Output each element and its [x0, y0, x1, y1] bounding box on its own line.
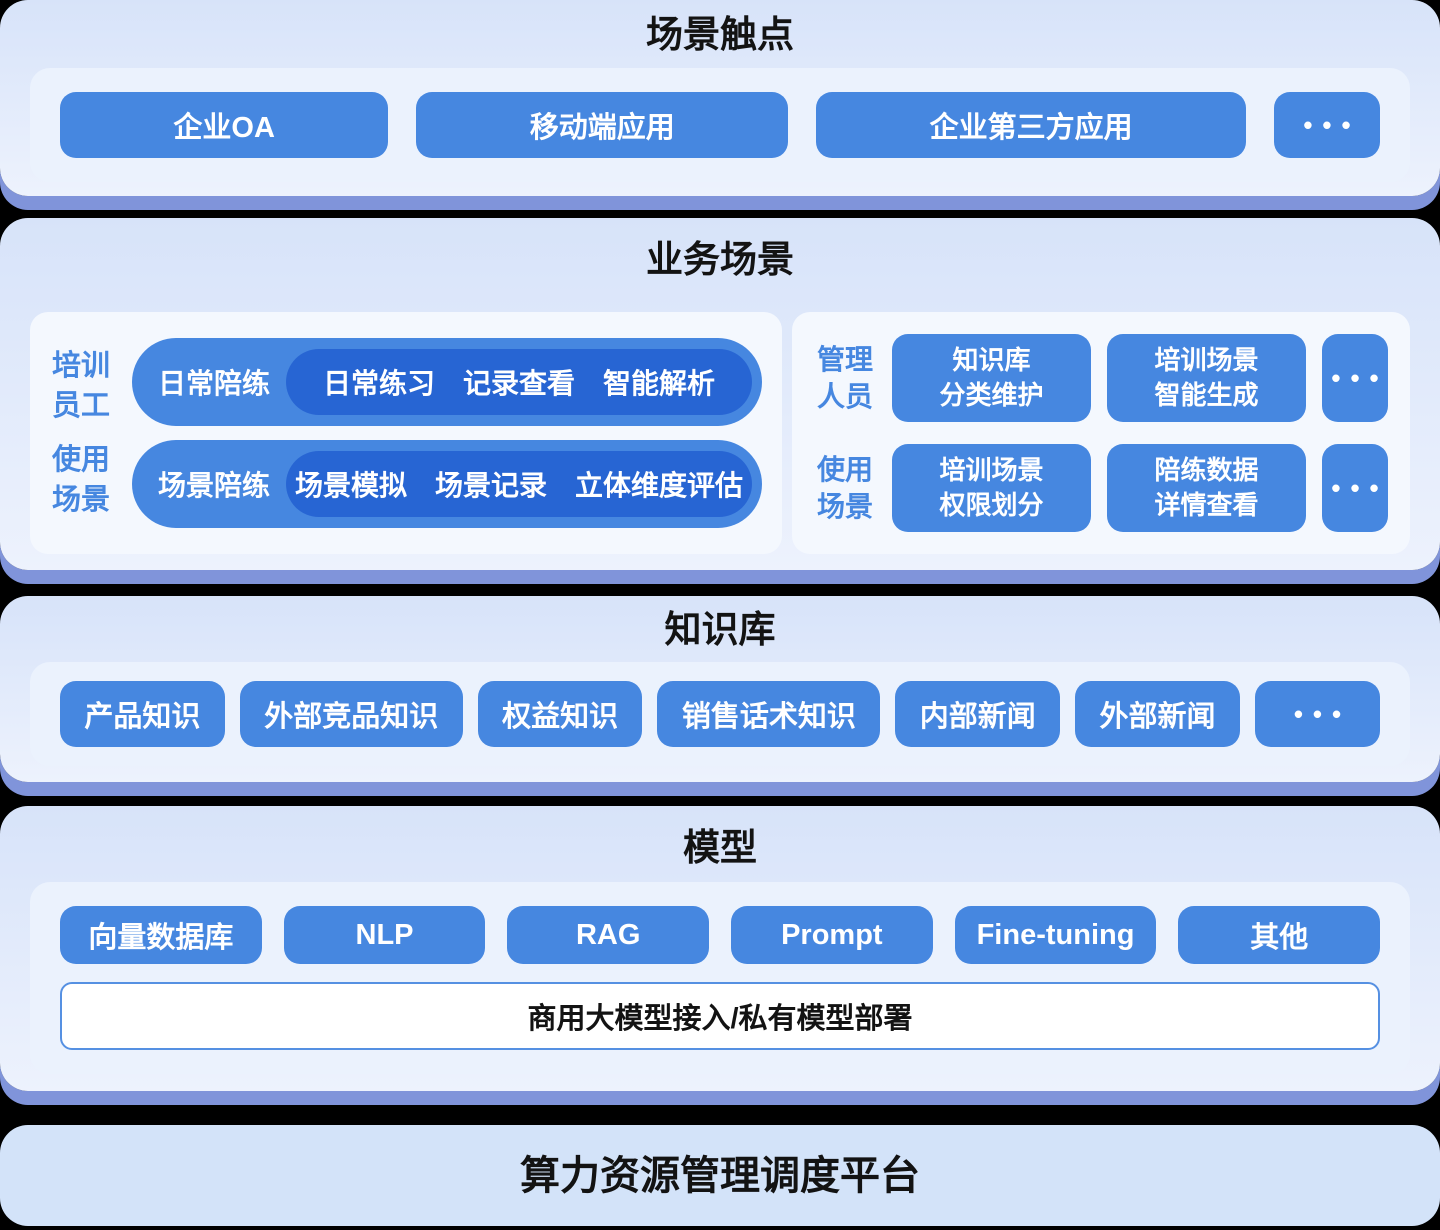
- node-kb-category-maintenance: 知识库 分类维护: [892, 334, 1091, 422]
- node-manager-usage-more: •••: [1322, 444, 1388, 532]
- section-title-model: 模型: [683, 827, 757, 868]
- node-product-knowledge: 产品知识: [60, 681, 225, 747]
- node-sales-script-knowledge: 销售话术知识: [657, 681, 881, 747]
- ellipsis-icon: •••: [1293, 698, 1352, 729]
- ellipsis-icon: •••: [1331, 362, 1389, 393]
- model-access-banner: 商用大模型接入/私有模型部署: [60, 982, 1380, 1050]
- ellipsis-icon: •••: [1303, 109, 1361, 140]
- section-knowledge-base: 知识库 产品知识 外部竞品知识 权益知识 销售话术知识 内部新闻 外部新闻 ••…: [0, 596, 1440, 782]
- node-training-scene-generation: 培训场景 智能生成: [1107, 334, 1306, 422]
- ellipsis-icon: •••: [1331, 472, 1389, 503]
- node-enterprise-oa: 企业OA: [60, 92, 389, 158]
- section-title-business: 业务场景: [646, 239, 794, 280]
- trainee-label-line: 场景: [51, 484, 110, 516]
- pill-daily-training-name: 日常陪练: [158, 368, 271, 399]
- manager-usage-row: 使用 场景 培训场景 权限划分 陪练数据 详情查看 •••: [814, 444, 1388, 532]
- trainee-label-line: 员工: [51, 390, 110, 422]
- section-title-knowledge: 知识库: [664, 609, 776, 650]
- pill-scene-training-detail: 场景模拟 场景记录 立体维度评估: [286, 451, 752, 517]
- node-mobile-app: 移动端应用: [416, 92, 789, 158]
- node-external-news: 外部新闻: [1075, 681, 1240, 747]
- node-nlp: NLP: [283, 906, 486, 964]
- node-fine-tuning: Fine-tuning: [954, 906, 1157, 964]
- section-business-scenarios: 业务场景 培训 员工 使用 场景 日常陪练 日常练习 记录查看 智能解析 场景陪…: [0, 218, 1440, 570]
- knowledge-panel: 产品知识 外部竞品知识 权益知识 销售话术知识 内部新闻 外部新闻 •••: [30, 662, 1410, 766]
- trainee-label-line: 培训: [51, 350, 110, 382]
- trainee-label-line: 使用: [51, 444, 110, 476]
- node-third-party-app: 企业第三方应用: [816, 92, 1246, 158]
- model-panel: 向量数据库 NLP RAG Prompt Fine-tuning 其他 商用大模…: [30, 882, 1410, 1074]
- node-manager-more: •••: [1322, 334, 1388, 422]
- section-model: 模型 向量数据库 NLP RAG Prompt Fine-tuning 其他 商…: [0, 806, 1440, 1091]
- node-competitor-knowledge: 外部竞品知识: [239, 681, 463, 747]
- manager-label: 管理 人员: [816, 344, 873, 412]
- business-panels: 培训 员工 使用 场景 日常陪练 日常练习 记录查看 智能解析 场景陪练 场景模…: [30, 312, 1410, 554]
- manager-usage-label: 使用 场景: [816, 454, 873, 522]
- trainee-pill-column: 日常陪练 日常练习 记录查看 智能解析 场景陪练 场景模拟 场景记录 立体维度评…: [132, 338, 762, 528]
- pill-daily-training: 日常陪练 日常练习 记录查看 智能解析: [132, 338, 762, 426]
- trainee-usage-label: 培训 员工 使用 场景: [44, 338, 118, 528]
- node-scene-permission: 培训场景 权限划分: [892, 444, 1091, 532]
- section-title-touchpoints: 场景触点: [646, 14, 794, 55]
- pill-scene-training: 场景陪练 场景模拟 场景记录 立体维度评估: [132, 440, 762, 528]
- node-knowledge-more: •••: [1254, 681, 1380, 747]
- node-prompt: Prompt: [731, 906, 933, 964]
- node-other: 其他: [1178, 906, 1381, 964]
- node-rag: RAG: [507, 906, 710, 964]
- pill-scene-training-name: 场景陪练: [158, 470, 271, 501]
- touchpoints-panel: 企业OA 移动端应用 企业第三方应用 •••: [30, 68, 1410, 182]
- manager-panel: 管理 人员 知识库 分类维护 培训场景 智能生成 ••• 使用 场景 培训场景 …: [792, 312, 1410, 554]
- node-rights-knowledge: 权益知识: [477, 681, 643, 747]
- section-title-platform: 算力资源管理调度平台: [520, 1153, 920, 1198]
- node-vector-db: 向量数据库: [60, 906, 262, 964]
- section-scene-touchpoints: 场景触点 企业OA 移动端应用 企业第三方应用 •••: [0, 0, 1440, 196]
- node-internal-news: 内部新闻: [895, 681, 1061, 747]
- node-training-data-view: 陪练数据 详情查看: [1107, 444, 1306, 532]
- manager-row: 管理 人员 知识库 分类维护 培训场景 智能生成 •••: [814, 334, 1388, 422]
- section-computing-platform: 算力资源管理调度平台: [0, 1125, 1440, 1226]
- pill-daily-training-detail: 日常练习 记录查看 智能解析: [286, 349, 752, 415]
- model-button-row: 向量数据库 NLP RAG Prompt Fine-tuning 其他: [60, 906, 1381, 964]
- node-touchpoints-more: •••: [1273, 92, 1380, 158]
- trainee-panel: 培训 员工 使用 场景 日常陪练 日常练习 记录查看 智能解析 场景陪练 场景模…: [30, 312, 782, 554]
